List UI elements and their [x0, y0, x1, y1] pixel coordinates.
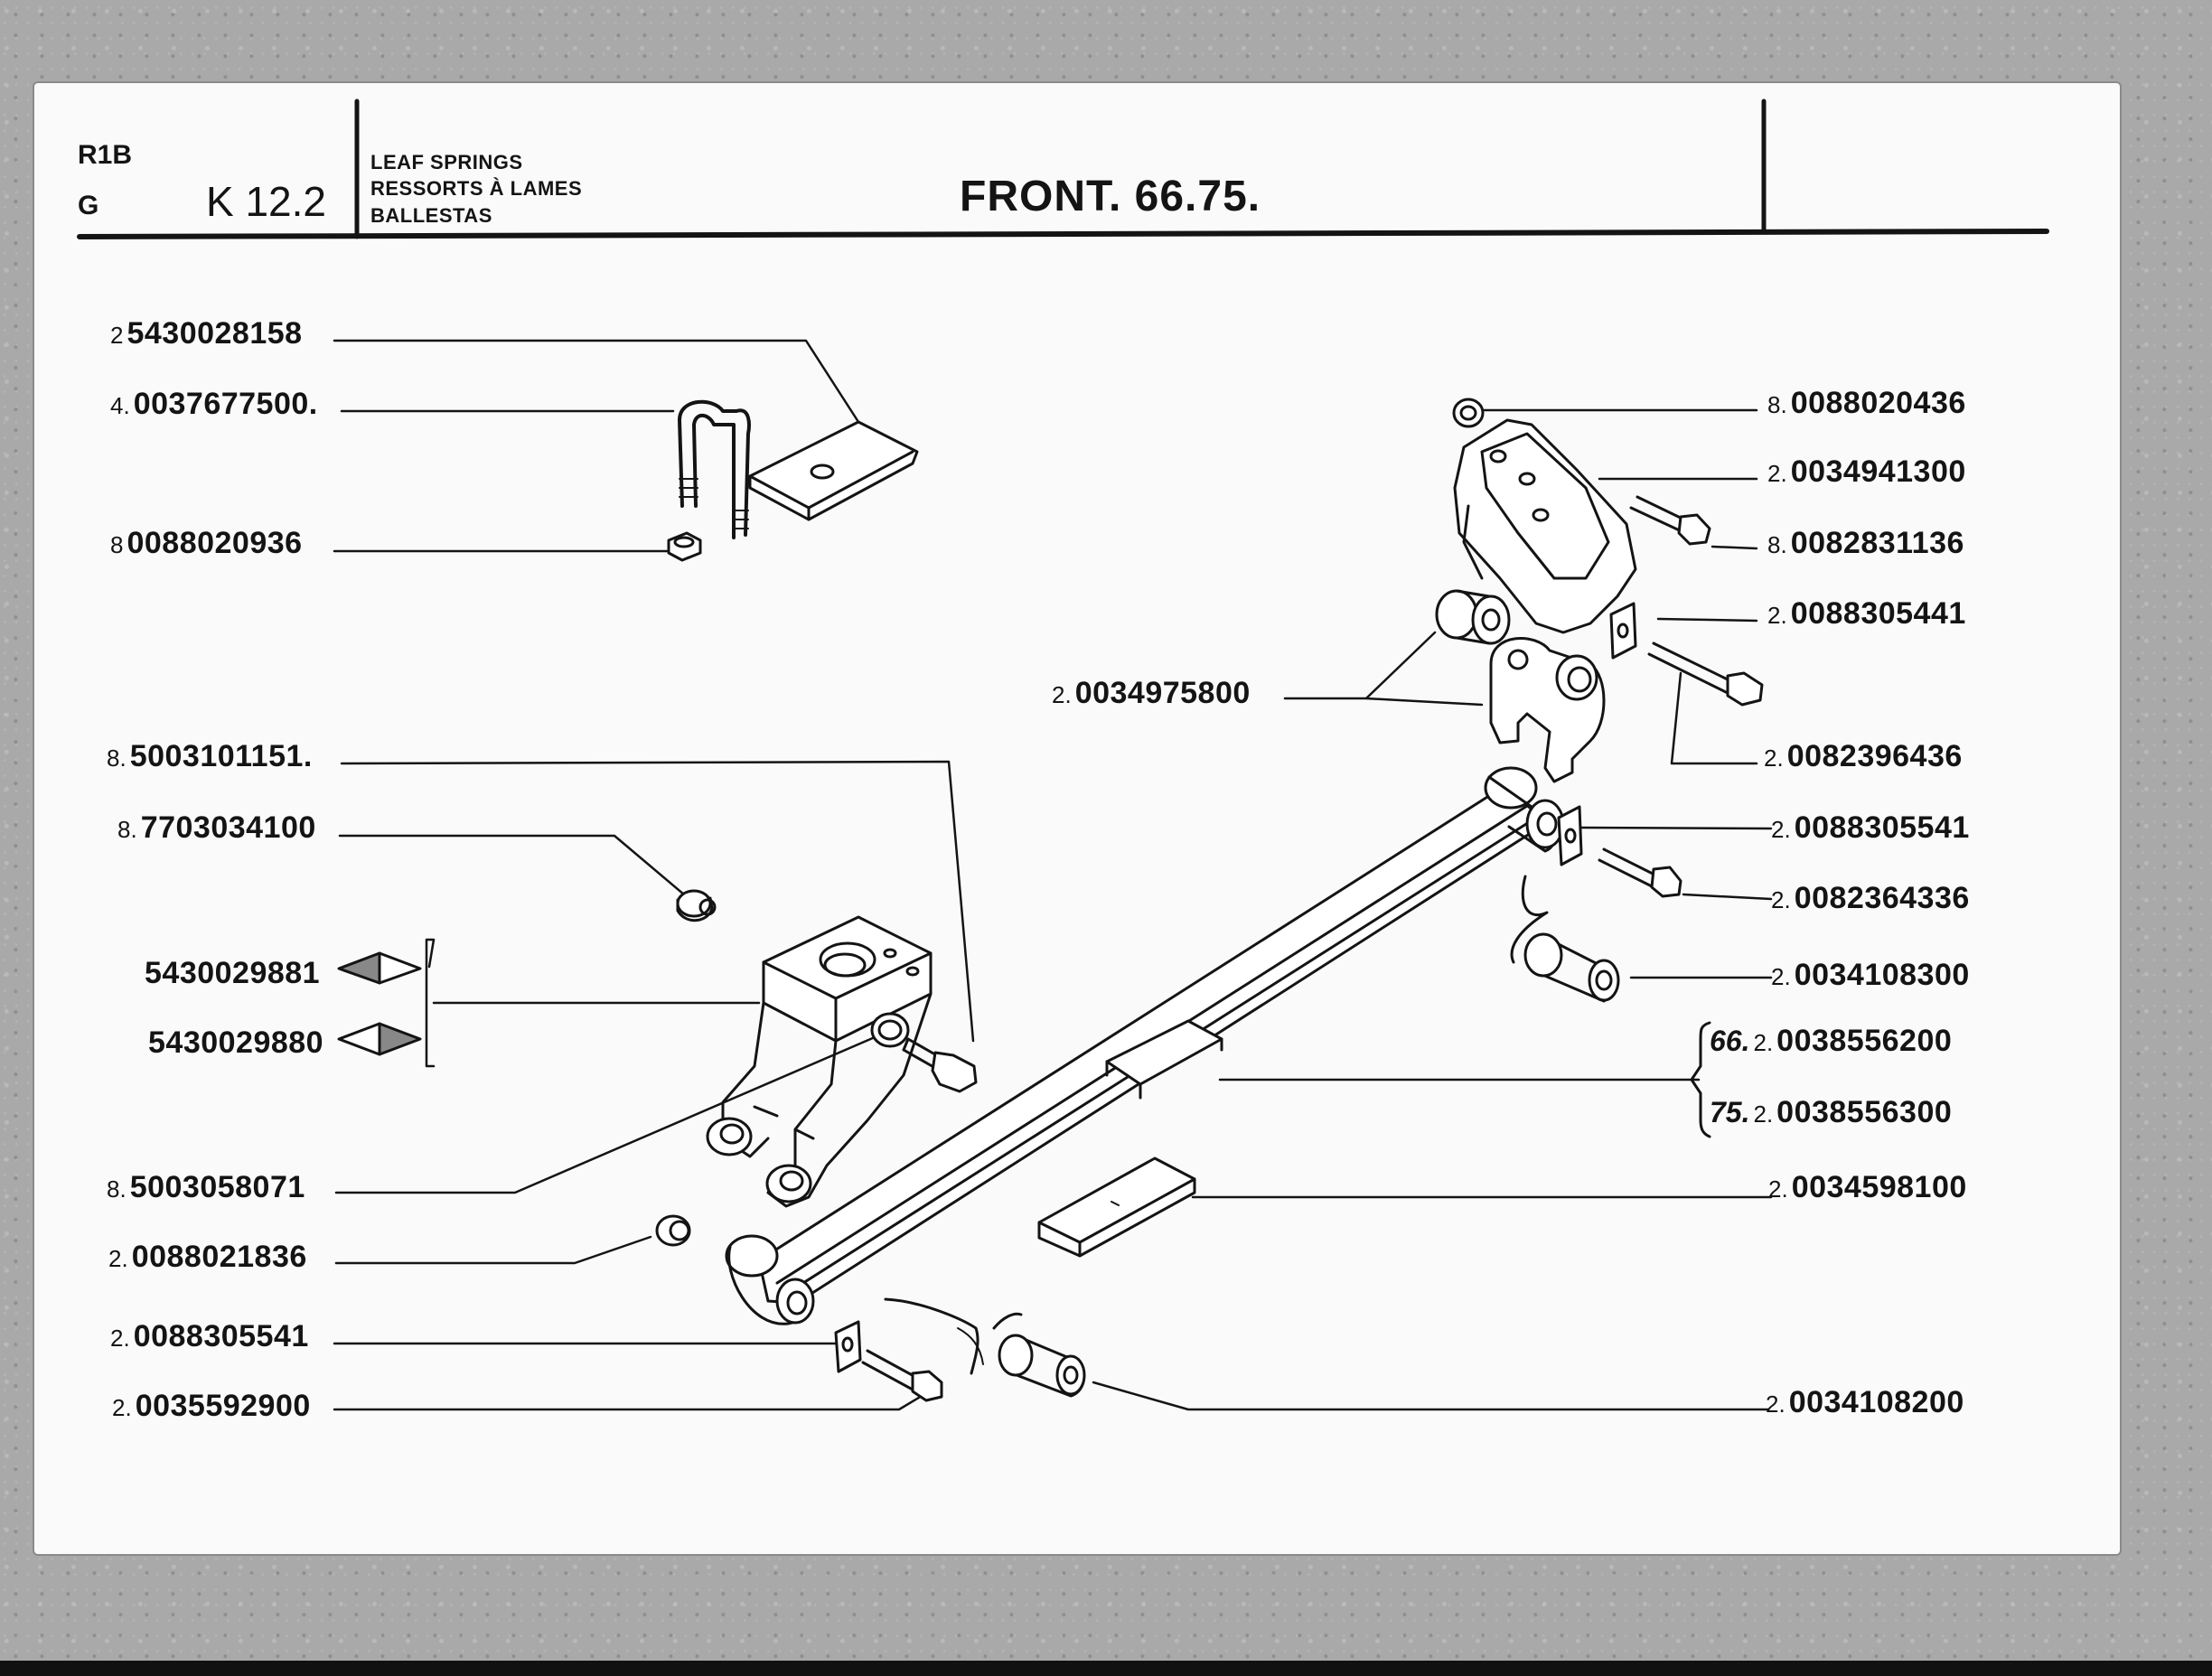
part-qty: 8. — [1767, 391, 1787, 418]
part-number: 0038556200 — [1776, 1024, 1953, 1058]
part-label: 2. 0088305441 — [1767, 596, 1966, 632]
part-label: 4. 0037677500. — [110, 387, 318, 422]
part-label: 2. 0088305541 — [110, 1319, 309, 1354]
rear-hanger-assembly — [1435, 398, 1764, 783]
part-label: 8. 0082831136 — [1767, 526, 1964, 561]
part-label: 2. 0082364336 — [1771, 881, 1970, 916]
part-qty: 2. — [112, 1394, 132, 1421]
variant-code: 75. — [1710, 1096, 1750, 1128]
rubber-bushing-small — [676, 889, 717, 922]
part-number: 0088305441 — [1790, 596, 1966, 631]
variant-code: 66. — [1710, 1025, 1750, 1057]
part-qty: 2. — [1052, 681, 1072, 708]
part-number: 0082396436 — [1786, 739, 1963, 773]
part-number: 0034108300 — [1794, 958, 1970, 992]
part-label: 8. 5003058071 — [107, 1170, 305, 1205]
part-label: 8. 7703034100 — [117, 810, 316, 846]
part-qty: 2. — [108, 1245, 128, 1272]
nut-left — [667, 531, 702, 562]
part-number: 5430028158 — [127, 316, 303, 351]
part-qty: 2. — [1753, 1100, 1774, 1128]
part-qty: 8. — [107, 744, 127, 772]
part-number: 7703034100 — [140, 810, 316, 845]
part-label: 8 0088020936 — [110, 526, 303, 561]
part-number: 0034108200 — [1788, 1385, 1964, 1419]
spring-front-hardware — [834, 1297, 1086, 1402]
part-qty: 8. — [117, 816, 137, 843]
part-number: 0082831136 — [1790, 526, 1964, 560]
part-number: 0034975800 — [1074, 676, 1251, 710]
part-number: 5430029880 — [148, 1025, 324, 1060]
part-label: 2. 0088305541 — [1771, 810, 1970, 846]
part-label: 2. 0034598100 — [1768, 1170, 1967, 1205]
part-number: 0088020436 — [1790, 386, 1966, 420]
part-number: 0088305541 — [133, 1319, 309, 1353]
part-label: 2. 0088021836 — [108, 1240, 307, 1275]
part-label: 2. 0035592900 — [112, 1389, 311, 1424]
part-qty: 8. — [107, 1175, 127, 1203]
page-title: FRONT. 66.75. — [960, 173, 1261, 220]
part-label: 2. 0034108200 — [1766, 1385, 1964, 1420]
part-number: 0082364336 — [1794, 881, 1970, 915]
part-qty: 2. — [1771, 816, 1791, 843]
variant-bracket — [1690, 1021, 1711, 1138]
title-fr: RESSORTS À LAMES — [370, 177, 583, 200]
part-label: 66. 2. 0038556200 — [1710, 1024, 1952, 1059]
part-number: 0088021836 — [131, 1240, 307, 1274]
part-label: 5430029881 — [141, 956, 320, 991]
u-bolt — [678, 399, 751, 539]
part-label: 2. 0082396436 — [1764, 739, 1963, 774]
part-label: 8. 5003101151. — [107, 739, 313, 774]
part-qty: 2. — [1753, 1029, 1774, 1056]
catalog-sheet — [34, 83, 2120, 1554]
part-label: 2. 0034108300 — [1771, 958, 1970, 993]
part-qty: 4. — [110, 392, 130, 419]
part-qty: 2. — [1767, 602, 1787, 629]
hanger-bolt — [902, 1037, 978, 1093]
part-qty: 2. — [1766, 1390, 1786, 1418]
part-label: 75. 2. 0038556300 — [1710, 1095, 1952, 1130]
part-qty: 2. — [1771, 886, 1791, 913]
part-label: 2. 0034975800 — [1052, 676, 1251, 711]
sub-code: G — [78, 191, 99, 220]
part-label: 8. 0088020436 — [1767, 386, 1966, 421]
part-qty: 2. — [1768, 1175, 1788, 1203]
spacer-block — [1037, 1156, 1196, 1258]
spring-plate — [748, 420, 919, 521]
part-qty: 2. — [1767, 460, 1787, 487]
part-qty: 2. — [1771, 963, 1791, 990]
part-number: 5003101151. — [129, 739, 313, 773]
part-number: 0034941300 — [1790, 454, 1966, 489]
part-number: 5430029881 — [145, 956, 321, 990]
part-label: 2 5430028158 — [110, 316, 303, 351]
part-qty: 2. — [1764, 744, 1784, 772]
part-number: 5003058071 — [129, 1170, 305, 1204]
scan-edge — [0, 1661, 2212, 1676]
part-qty: 8. — [1767, 531, 1787, 558]
title-en: LEAF SPRINGS — [370, 151, 523, 173]
part-number: 0088020936 — [127, 526, 303, 560]
part-number: 0088305541 — [1794, 810, 1970, 845]
front-hanger-bracket — [706, 915, 933, 1208]
side-indicators — [337, 951, 422, 1056]
part-label: 2. 0034941300 — [1767, 454, 1966, 490]
nut-lower-left — [655, 1214, 691, 1247]
part-qty: 2 — [110, 322, 124, 349]
spring-rear-hardware — [1510, 805, 1682, 1003]
leader-lines — [333, 339, 1773, 1411]
model-code: R1B — [78, 140, 133, 170]
part-number: 0038556300 — [1776, 1095, 1953, 1129]
part-number: 0035592900 — [135, 1389, 311, 1423]
part-number: 0034598100 — [1791, 1170, 1967, 1204]
header-rules — [77, 98, 2049, 239]
part-qty: 8 — [110, 531, 124, 558]
part-number: 0037677500. — [133, 387, 318, 421]
leaf-spring — [725, 766, 1565, 1325]
section-code: K 12.2 — [206, 178, 326, 225]
part-qty: 2. — [110, 1325, 130, 1352]
title-es: BALLESTAS — [370, 204, 492, 227]
part-label: 5430029880 — [145, 1025, 323, 1061]
